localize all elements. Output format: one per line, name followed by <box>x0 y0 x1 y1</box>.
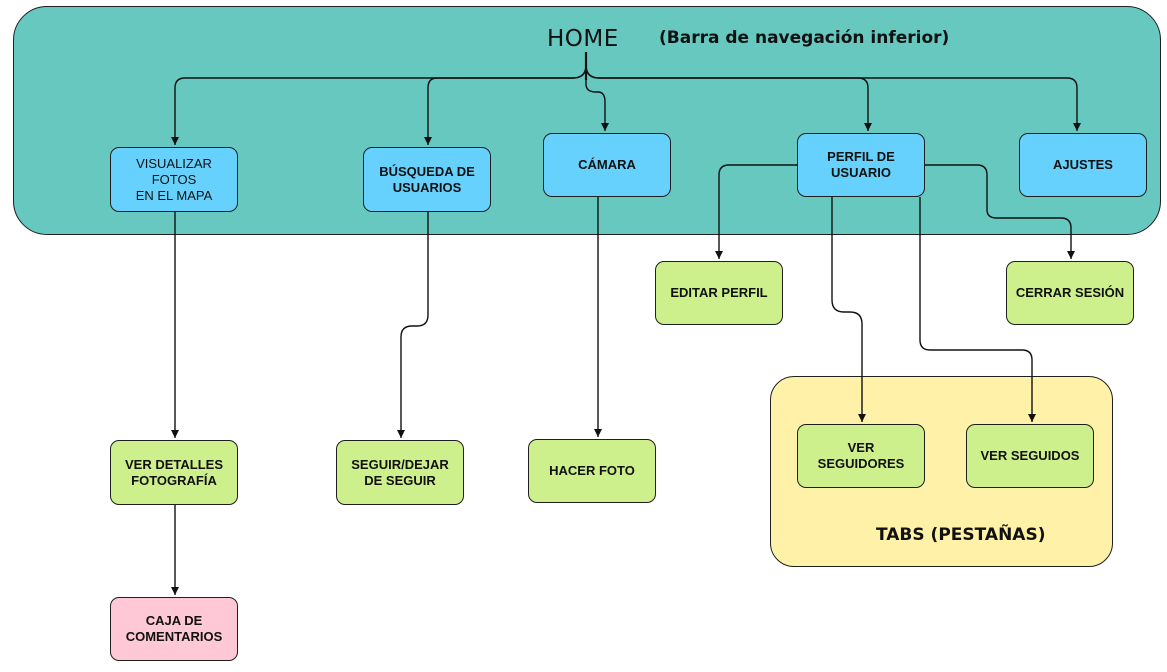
edge-home-to-ajustes <box>585 52 1081 131</box>
node-ver-detalles-fotografia: VER DETALLES FOTOGRAFÍA <box>110 440 238 505</box>
edge-home-to-perfil <box>585 52 872 131</box>
edge-perfil-to-seguidores <box>831 197 866 422</box>
edge-home-to-visualizar <box>171 52 587 145</box>
edge-busqueda-to-seguir <box>397 212 429 438</box>
edge-home-to-camara <box>585 52 609 131</box>
node-camara: CÁMARA <box>543 133 671 197</box>
node-ajustes: AJUSTES <box>1019 133 1147 197</box>
node-ver-seguidores: VER SEGUIDORES <box>797 424 925 488</box>
node-busqueda-de-usuarios: BÚSQUEDA DE USUARIOS <box>363 147 491 212</box>
bottom-nav-caption: (Barra de navegación inferior) <box>659 28 950 48</box>
edge-perfil-to-editar <box>715 164 797 259</box>
edge-perfil-to-seguidos <box>919 197 1036 422</box>
home-title: HOME <box>547 26 619 52</box>
node-hacer-foto: HACER FOTO <box>528 439 656 503</box>
node-cerrar-sesion: CERRAR SESIÓN <box>1006 261 1134 325</box>
node-seguir-dejar-de-seguir: SEGUIR/DEJAR DE SEGUIR <box>336 440 464 505</box>
edge-perfil-to-cerrar <box>925 164 1075 259</box>
node-ver-seguidos: VER SEGUIDOS <box>966 424 1094 488</box>
node-visualizar-fotos-en-el-mapa: VISUALIZAR FOTOS EN EL MAPA <box>110 147 238 212</box>
node-caja-de-comentarios: CAJA DE COMENTARIOS <box>110 597 238 661</box>
node-perfil-de-usuario: PERFIL DE USUARIO <box>797 133 925 197</box>
tabs-caption: TABS (PESTAÑAS) <box>876 525 1046 545</box>
edge-home-to-busqueda <box>424 52 587 145</box>
node-editar-perfil: EDITAR PERFIL <box>655 261 783 325</box>
